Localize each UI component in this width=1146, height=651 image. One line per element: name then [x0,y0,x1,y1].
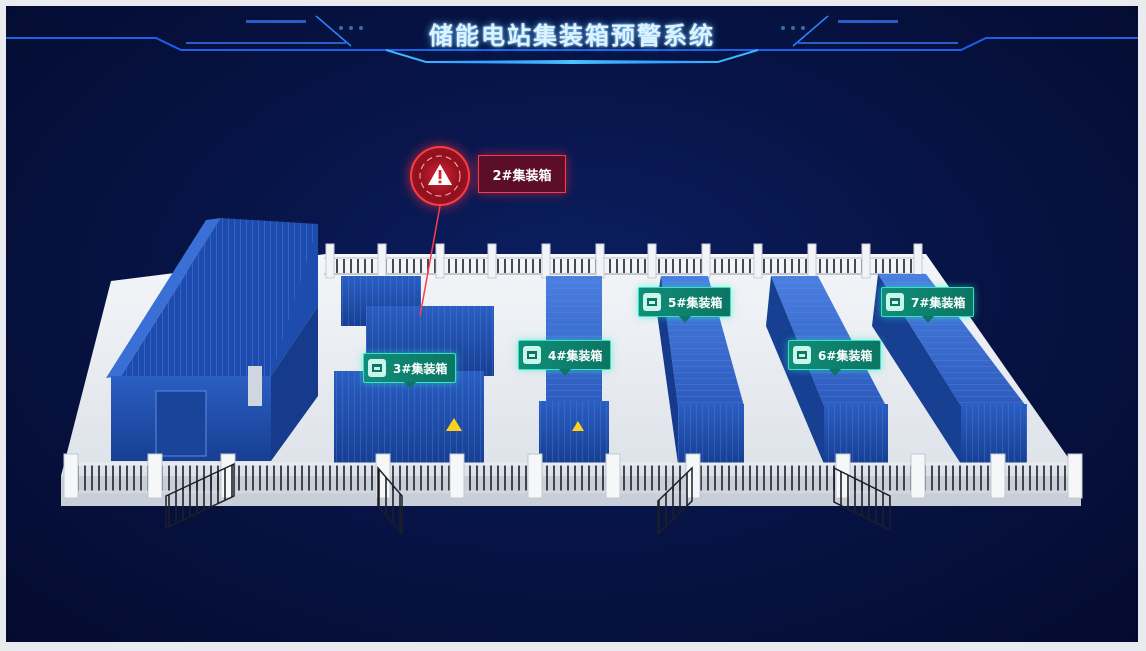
container-icon [523,346,541,364]
gate-4 [833,466,891,532]
alarm-container-label[interactable]: 2#集装箱 [478,155,566,193]
container-tag-4[interactable]: 4#集装箱 [518,340,612,376]
alarm-badge[interactable] [410,146,470,206]
container-tag-label: 6#集装箱 [818,348,873,363]
header-banner [6,15,1138,64]
container-tag-3[interactable]: 3#集装箱 [363,353,457,389]
warehouse-building [106,218,318,461]
container-tag-label: 7#集装箱 [911,295,966,310]
container-icon [368,359,386,377]
container-tag-6[interactable]: 6#集装箱 [788,340,882,376]
container-tag-5[interactable]: 5#集装箱 [638,287,732,323]
warning-triangle-icon [419,155,461,197]
station-scene [61,205,1083,537]
dashboard-frame: 储能电站集装箱预警系统 [6,6,1138,642]
container-icon [793,346,811,364]
gate-3 [657,466,693,536]
container-tag-label: 5#集装箱 [668,295,723,310]
alarm-connector [419,205,441,317]
container-tag-label: 3#集装箱 [393,361,448,376]
back-fence [324,258,924,274]
page-title: 储能电站集装箱预警系统 [429,22,715,50]
gate-2 [377,465,403,537]
container-icon [643,293,661,311]
container-tag-7[interactable]: 7#集装箱 [881,287,975,323]
gate-1 [165,462,235,530]
container-icon [886,293,904,311]
container-tag-label: 4#集装箱 [548,348,603,363]
